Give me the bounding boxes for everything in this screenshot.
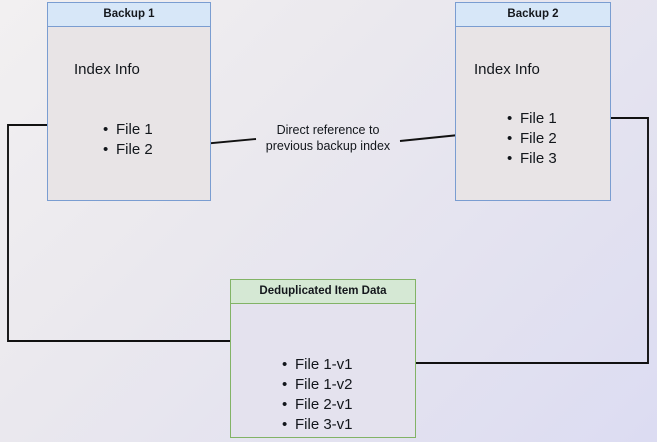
backup-2-box: Backup 2 Index Info File 1 File 2 File 3 [455,2,611,201]
annotation-line-2: previous backup index [265,139,391,153]
backup-1-body: Index Info File 1 File 2 [48,27,210,200]
list-item: File 1 [507,109,557,129]
deduplicated-item-data-body: File 1-v1 File 1-v2 File 2-v1 File 3-v1 [231,304,415,437]
backup-2-title: Backup 2 [456,3,610,27]
backup-1-box: Backup 1 Index Info File 1 File 2 [47,2,211,201]
list-item: File 3 [507,149,557,169]
annotation-line-1: Direct reference to [276,123,380,137]
dedup-file-list: File 1-v1 File 1-v2 File 2-v1 File 3-v1 [279,355,352,435]
list-item: File 2 [507,129,557,149]
list-item: File 2-v1 [282,395,352,415]
list-item: File 2 [103,140,153,160]
list-item: File 1 [103,120,153,140]
connector-annotation-label: Direct reference to previous backup inde… [258,122,398,154]
list-item: File 1-v2 [282,375,352,395]
deduplicated-item-data-title: Deduplicated Item Data [231,280,415,304]
deduplicated-item-data-box: Deduplicated Item Data File 1-v1 File 1-… [230,279,416,438]
backup-2-index-info-label: Index Info [474,61,540,78]
backup-1-file-list: File 1 File 2 [100,120,153,160]
list-item: File 3-v1 [282,415,352,435]
backup-2-file-list: File 1 File 2 File 3 [504,109,557,169]
list-item: File 1-v1 [282,355,352,375]
backup-2-body: Index Info File 1 File 2 File 3 [456,27,610,200]
backup-1-index-info-label: Index Info [74,61,140,78]
backup-1-title: Backup 1 [48,3,210,27]
